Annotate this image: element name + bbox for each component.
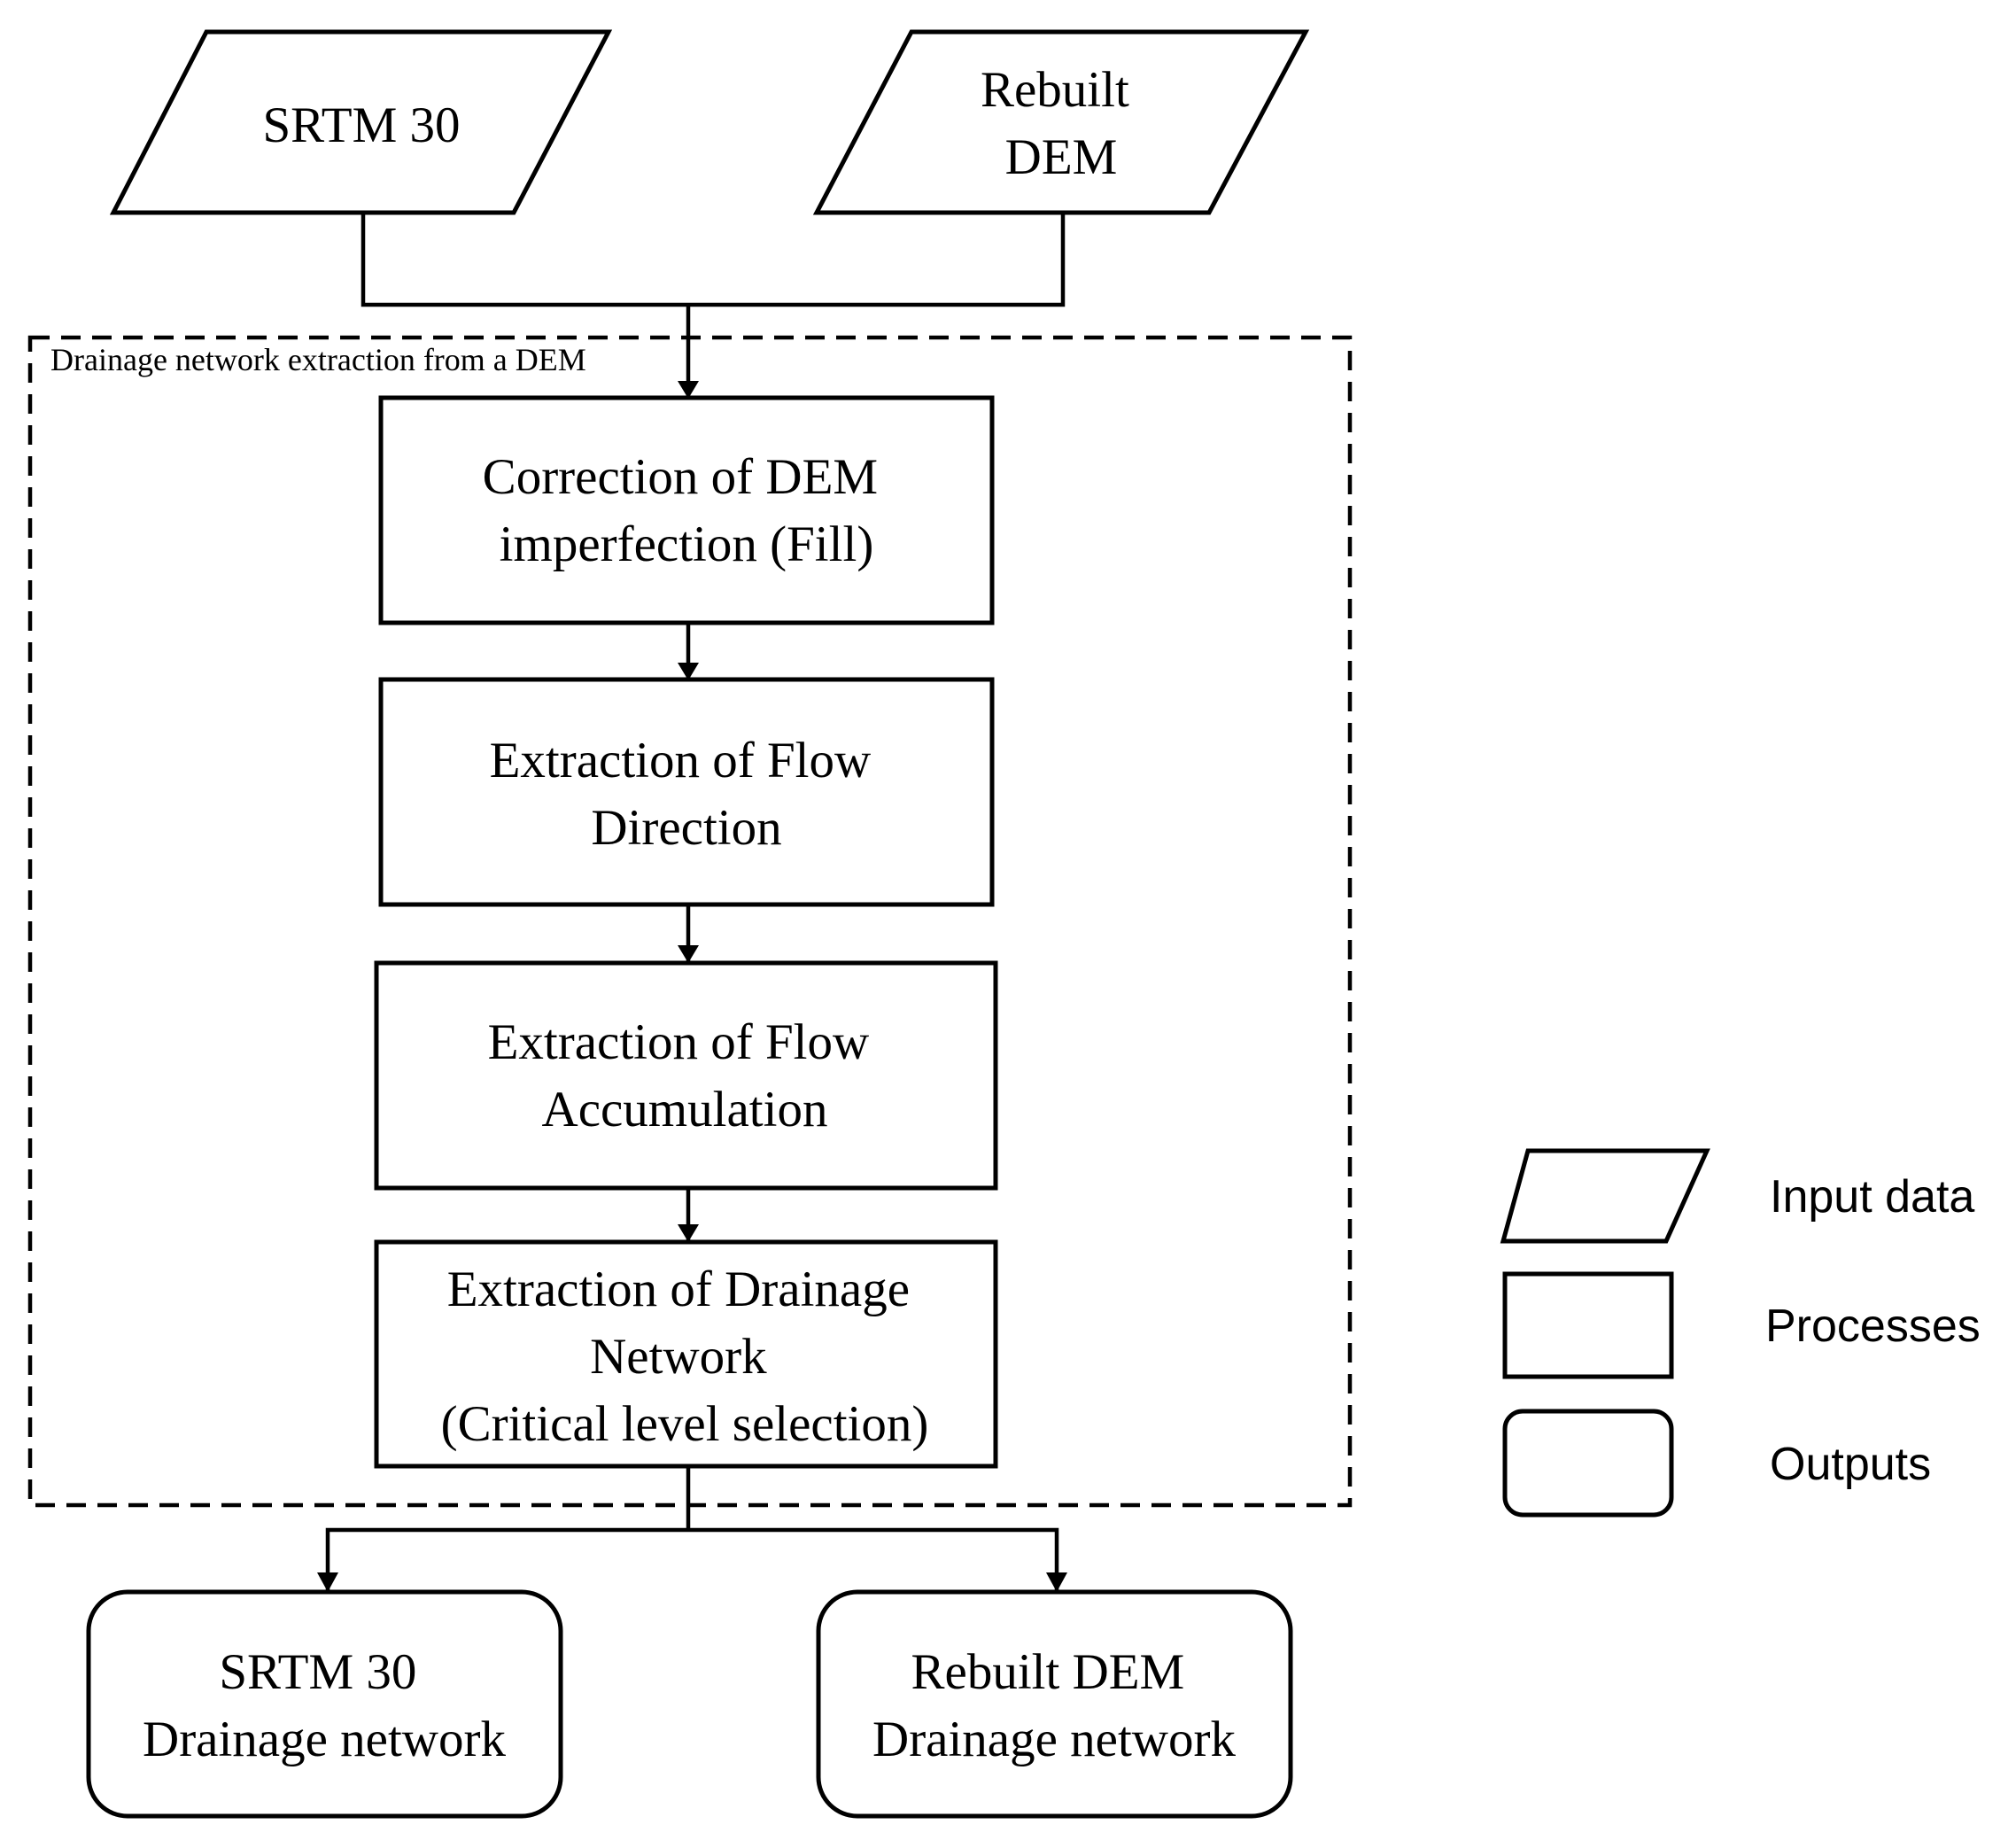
process-correction-text: Correction of DEM imperfection (Fill) xyxy=(483,449,891,572)
legend-process-swatch xyxy=(1502,1271,1674,1379)
legend-process-label: Processes xyxy=(1765,1300,1981,1352)
legend-input-swatch xyxy=(1500,1148,1710,1244)
input-srtm-node: SRTM 30 xyxy=(109,29,613,215)
input-srtm-text: SRTM 30 xyxy=(262,97,460,153)
process-network-text: Extraction of Drainage Network (Critical… xyxy=(441,1262,929,1452)
output-rebuilt-node: Rebuilt DEM Drainage network xyxy=(816,1589,1293,1819)
input-rebuilt-text: Rebuilt DEM xyxy=(981,62,1142,185)
arrowhead-accumulation-to-network xyxy=(678,1224,699,1242)
process-accumulation-node: Extraction of Flow Accumulation xyxy=(374,960,998,1191)
arrowhead-direction-to-accumulation xyxy=(678,945,699,963)
connector-srtm-input xyxy=(361,213,688,307)
process-correction-node: Correction of DEM imperfection (Fill) xyxy=(378,395,995,625)
output-srtm-text: SRTM 30 Drainage network xyxy=(143,1644,506,1767)
process-direction-node: Extraction of Flow Direction xyxy=(378,677,995,907)
legend-output-label: Outputs xyxy=(1770,1439,1931,1490)
connector-network-to-outputs xyxy=(325,1466,1059,1590)
extraction-group-label: Drainage network extraction from a DEM xyxy=(50,342,586,377)
legend-output-swatch xyxy=(1502,1409,1674,1518)
arrowhead-to-correction xyxy=(678,381,699,399)
process-accumulation-text: Extraction of Flow Accumulation xyxy=(488,1014,882,1137)
input-rebuilt-node: Rebuilt DEM xyxy=(812,29,1310,215)
process-direction-text: Extraction of Flow Direction xyxy=(490,733,884,856)
arrowhead-to-srtm-output xyxy=(317,1572,338,1592)
arrowhead-to-rebuilt-output xyxy=(1046,1572,1067,1592)
output-srtm-node: SRTM 30 Drainage network xyxy=(86,1589,563,1819)
output-rebuilt-text: Rebuilt DEM Drainage network xyxy=(872,1644,1236,1767)
process-network-node: Extraction of Drainage Network (Critical… xyxy=(374,1239,998,1469)
legend: Input data Processes Outputs xyxy=(1500,1148,1981,1518)
legend-input-label: Input data xyxy=(1770,1171,1974,1223)
connector-rebuilt-input xyxy=(688,213,1066,307)
arrowhead-correction-to-direction xyxy=(678,663,699,680)
